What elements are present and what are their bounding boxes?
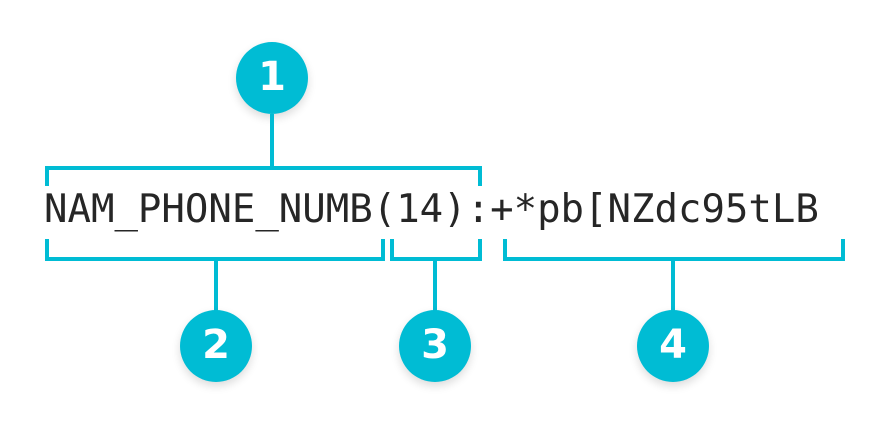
bracket-3-tick-left bbox=[390, 239, 394, 261]
bracket-1-rail bbox=[45, 166, 482, 170]
bracket-2-tick-left bbox=[45, 239, 49, 261]
callout-stem-2 bbox=[214, 257, 218, 313]
bracket-3-tick-right bbox=[478, 239, 482, 261]
bracket-1-tick-left bbox=[45, 166, 49, 186]
callout-badge-3[interactable]: 3 bbox=[399, 310, 471, 382]
callout-stem-3 bbox=[433, 257, 437, 313]
bracket-4-tick-left bbox=[503, 239, 507, 261]
callout-stem-1 bbox=[270, 114, 274, 168]
bracket-4-tick-right bbox=[841, 239, 845, 261]
bracket-1-tick-right bbox=[478, 166, 482, 186]
annotated-code-string: NAM_PHONE_NUMB(14):+*pb[NZdc95tLB bbox=[44, 187, 819, 232]
callout-badge-4-label: 4 bbox=[659, 322, 687, 368]
callout-badge-1-label: 1 bbox=[258, 54, 286, 100]
callout-badge-2-label: 2 bbox=[202, 322, 230, 368]
callout-badge-2[interactable]: 2 bbox=[180, 310, 252, 382]
bracket-2-tick-right bbox=[381, 239, 385, 261]
callout-stem-4 bbox=[671, 257, 675, 313]
callout-badge-4[interactable]: 4 bbox=[637, 310, 709, 382]
callout-badge-1[interactable]: 1 bbox=[236, 42, 308, 114]
callout-badge-3-label: 3 bbox=[421, 322, 449, 368]
